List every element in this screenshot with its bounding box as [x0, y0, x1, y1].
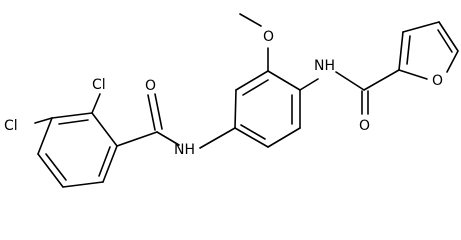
furan-ring: [398, 21, 459, 80]
carbonyl-oxygen-left: O: [145, 78, 156, 94]
methoxy-group: [239, 13, 269, 72]
amide-nh-right: NH: [314, 58, 335, 74]
right-amide-group: [299, 69, 400, 115]
carbonyl-oxygen-right: O: [359, 118, 370, 134]
c-cl-bond-lower: [34, 117, 53, 124]
amide-nh-left: NH: [174, 142, 195, 158]
dichlorophenyl-ring: [37, 112, 118, 188]
methoxy-oxygen: O: [263, 29, 274, 45]
chlorine-label-upper: Cl: [92, 77, 106, 93]
central-phenyl-ring: [199, 70, 301, 149]
c-cl-bond-upper: [91, 93, 101, 114]
left-amide-group: [116, 93, 180, 147]
chlorine-label-lower: Cl: [4, 118, 18, 134]
furan-oxygen: O: [432, 73, 443, 89]
chemical-structure: Cl Cl O NH O NH O: [4, 13, 459, 188]
